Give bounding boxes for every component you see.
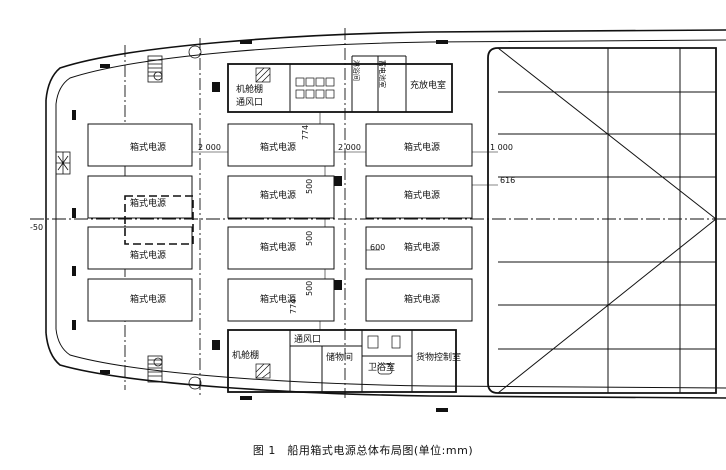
equipment-details: [55, 40, 448, 412]
box-label: 箱式电源: [404, 241, 440, 253]
dim-2000-b: 2 000: [338, 143, 361, 152]
dim-500-c: 500: [305, 281, 314, 296]
box-unit: [365, 226, 473, 270]
dim-616: 616: [500, 176, 515, 185]
dim-774-top: 774: [301, 125, 310, 140]
box-unit: [365, 123, 473, 167]
room-storage: 储物间: [326, 351, 353, 363]
box-label: 箱式电源: [130, 293, 166, 305]
room-charge: 充放电室: [410, 79, 446, 91]
box-labels: 箱式电源 箱式电源 箱式电源 箱式电源 箱式电源 箱式电源 箱式电源 箱式电源 …: [130, 141, 440, 305]
box-unit: [365, 278, 473, 322]
dim-500-b: 500: [305, 231, 314, 246]
box-unit: [87, 278, 193, 322]
dashed-region: [124, 195, 194, 245]
frame-lines: [124, 28, 346, 398]
box-label: 箱式电源: [404, 293, 440, 305]
box-label: 箱式电源: [260, 293, 296, 305]
box-label: 箱式电源: [260, 189, 296, 201]
dimension-labels: 2 000 2 000 1 000 616 600 -50 774 500 50…: [30, 125, 515, 314]
room-machinery-casing-top: 机舱棚: [236, 83, 263, 95]
dim-2000-a: 2 000: [198, 143, 221, 152]
box-label: 箱式电源: [130, 249, 166, 261]
box-unit: [87, 226, 193, 270]
dim-50: -50: [30, 223, 43, 232]
hull-outline: [45, 29, 726, 399]
box-unit: [365, 175, 473, 219]
box-label: 箱式电源: [130, 197, 166, 209]
room-cargo-control: 货物控制室: [416, 351, 461, 363]
box-unit: [87, 175, 193, 219]
ship-layout-drawing: 机舱棚 通风口 淋浴间 蓄电池室 充放电室 机舱棚 通风口 储物间 卫浴室 货物…: [30, 28, 726, 412]
figure-caption: 图 1 船用箱式电源总体布局图(单位:mm): [252, 444, 474, 457]
dim-500-a: 500: [305, 179, 314, 194]
box-unit: [227, 226, 335, 270]
box-label: 箱式电源: [404, 141, 440, 153]
room-bathroom: 淋浴间: [352, 60, 361, 81]
room-vent-top: 通风口: [236, 97, 263, 108]
box-unit: [227, 123, 335, 167]
box-label: 箱式电源: [130, 141, 166, 153]
box-power-units: [87, 123, 473, 322]
box-unit: [87, 123, 193, 167]
box-label: 箱式电源: [260, 241, 296, 253]
room-battery: 蓄电池室: [378, 60, 387, 88]
dim-600: 600: [370, 243, 385, 252]
box-label: 箱式电源: [404, 189, 440, 201]
dim-774-bottom: 774: [289, 299, 298, 314]
dimension-lines: [192, 112, 498, 330]
bottom-deckhouse: [227, 329, 457, 393]
box-unit: [227, 175, 335, 219]
room-wc: 卫浴室: [368, 361, 395, 373]
box-unit: [227, 278, 335, 322]
room-labels: 机舱棚 通风口 淋浴间 蓄电池室 充放电室 机舱棚 通风口 储物间 卫浴室 货物…: [232, 60, 461, 373]
top-deckhouse: [227, 55, 453, 113]
room-machinery-casing-bottom: 机舱棚: [232, 349, 259, 361]
cargo-hatch: [487, 47, 717, 394]
dim-1000: 1 000: [490, 143, 513, 152]
room-vent-bottom: 通风口: [294, 334, 321, 345]
box-label: 箱式电源: [260, 141, 296, 153]
